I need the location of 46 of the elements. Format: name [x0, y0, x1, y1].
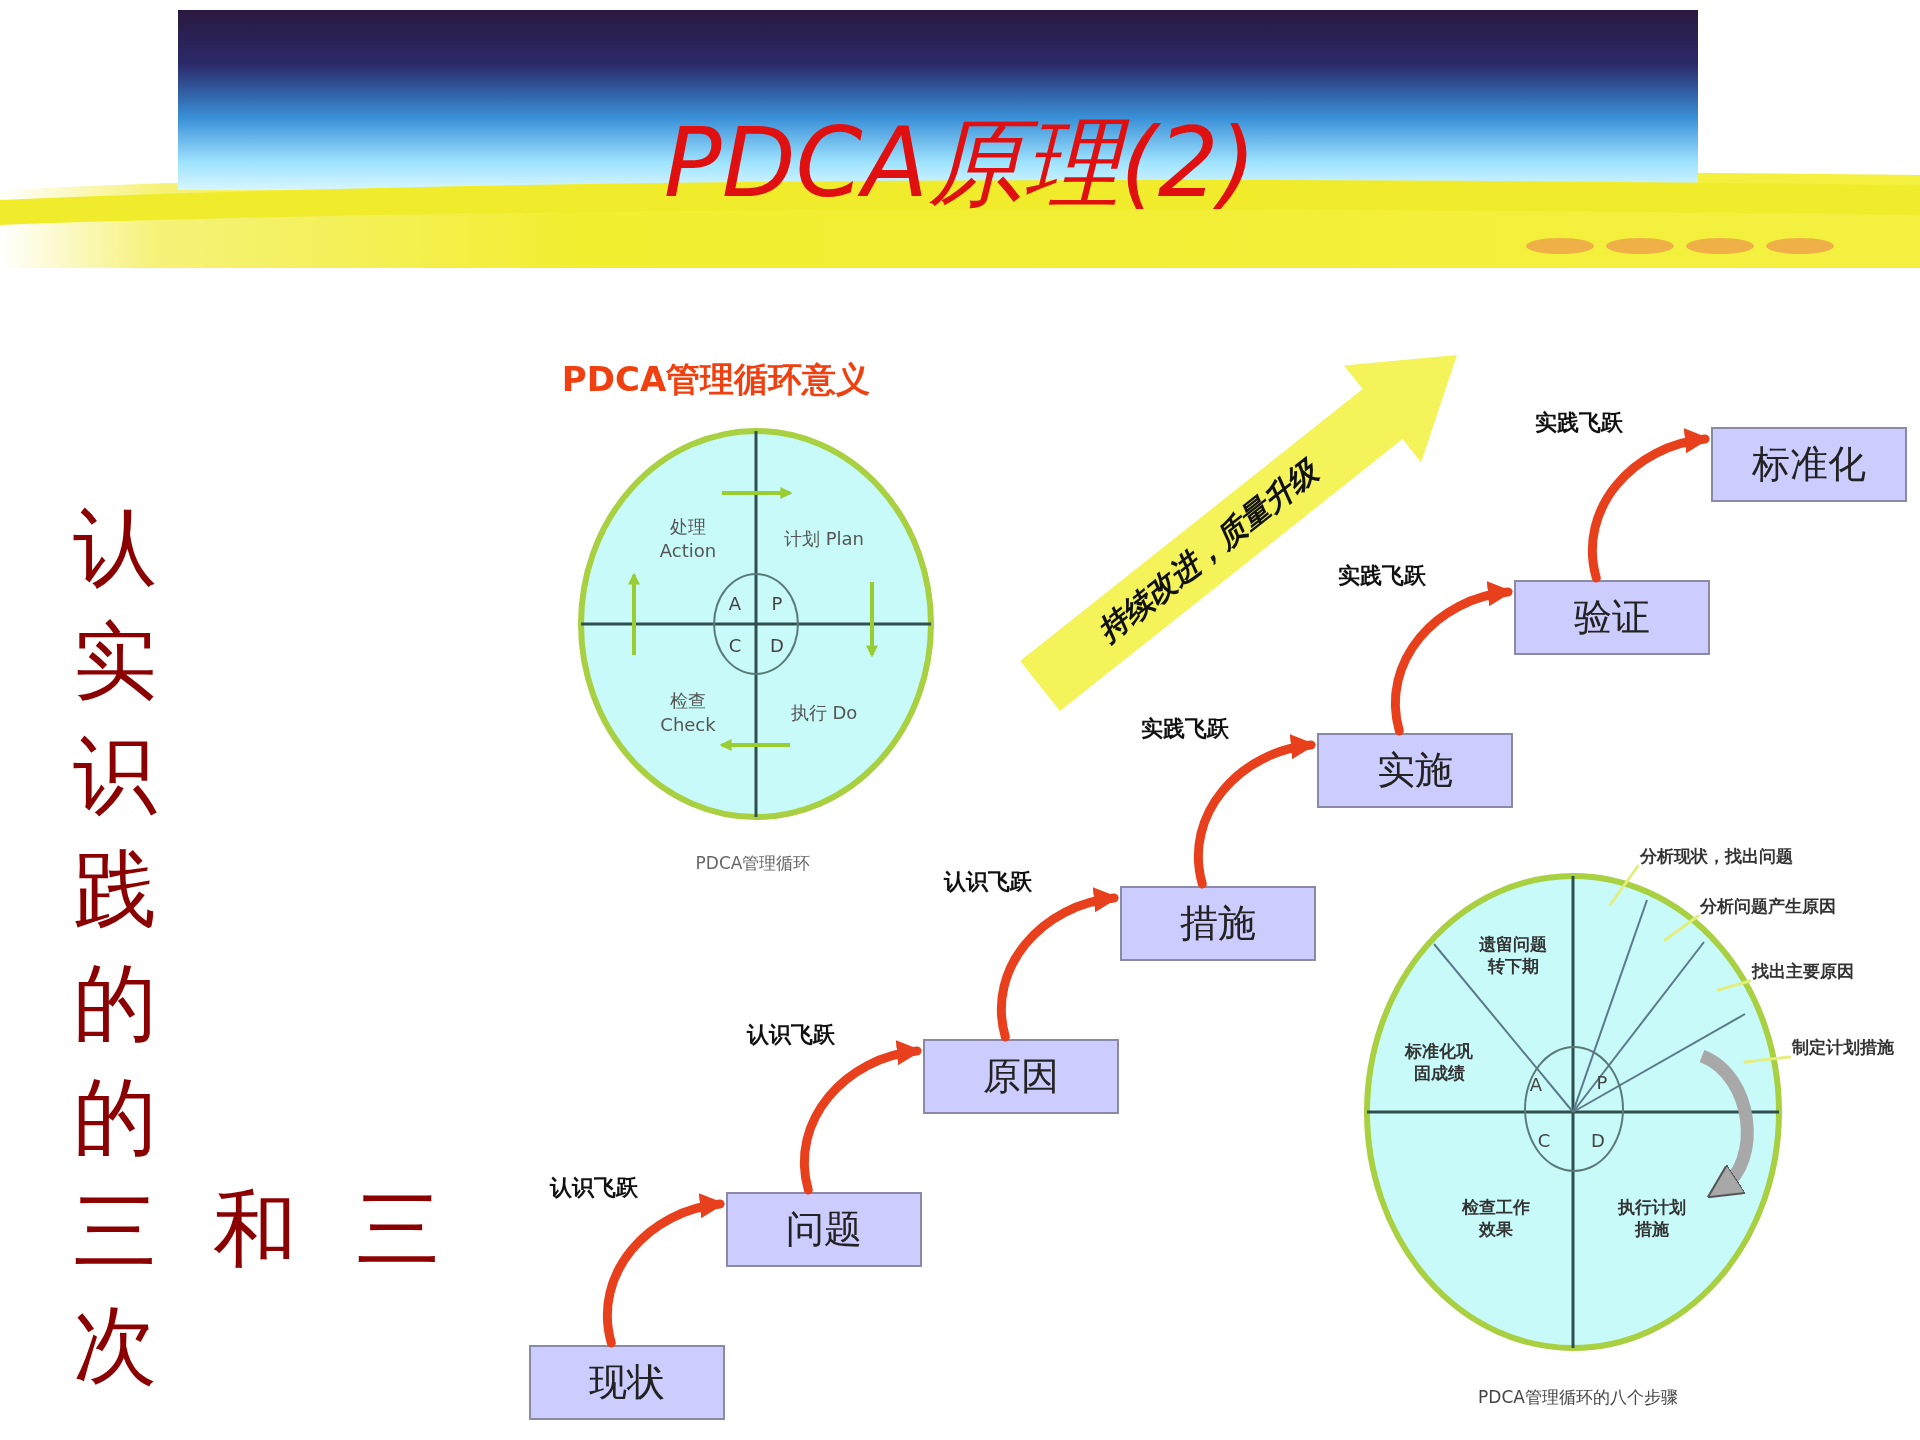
segment-label: 标准化巩固成绩: [1403, 1040, 1474, 1084]
quadrant-letter: A: [728, 592, 742, 614]
vertical-text: 和: [213, 1179, 297, 1280]
chart-caption: PDCA管理循环的八个步骤: [1478, 1385, 1678, 1409]
quadrant-label: 计划 Plan: [784, 527, 864, 551]
curved-arrow: [1391, 582, 1513, 736]
callout-label: 分析问题产生原因: [1700, 895, 1836, 918]
quadrant-letter: P: [1596, 1071, 1608, 1093]
chart-caption: PDCA管理循环: [695, 851, 811, 875]
step-box: 标准化: [1711, 427, 1907, 502]
quadrant-letter: A: [1529, 1073, 1543, 1095]
callout-label: 制定计划措施: [1792, 1036, 1894, 1059]
vertical-text: 三: [356, 1179, 440, 1280]
leader-line: [1663, 914, 1700, 942]
step-box: 验证: [1514, 580, 1710, 655]
callout-label: 分析现状，找出问题: [1640, 845, 1793, 868]
step-box: 实施: [1317, 733, 1513, 808]
quadrant-letter: D: [1591, 1129, 1605, 1151]
segment-label: 遗留问题转下期: [1478, 933, 1548, 977]
leader-line: [1608, 864, 1640, 907]
curved-arrow: [1194, 735, 1316, 889]
quadrant-letter: P: [771, 592, 783, 614]
segment-label: 检查工作效果: [1461, 1196, 1531, 1240]
inner-circle: [1524, 1046, 1624, 1172]
callout-label: 找出主要原因: [1752, 960, 1854, 983]
chart-heading: PDCA管理循环意义: [561, 358, 871, 401]
segment-label: 执行计划措施: [1616, 1196, 1687, 1240]
curved-arrow: [603, 1194, 725, 1348]
quadrant-label: 检查 Check: [659, 689, 717, 737]
quadrant-label: 执行 Do: [789, 701, 859, 725]
step-box: 现状: [529, 1345, 725, 1420]
quadrant-label: 处理 Action: [658, 515, 718, 563]
quadrant-letter: C: [728, 634, 742, 656]
quadrant-letter: D: [770, 634, 784, 656]
curved-arrow: [1588, 429, 1710, 583]
step-box: 原因: [923, 1039, 1119, 1114]
curved-arrow: [800, 1041, 922, 1195]
vertical-text: 认实识践的的三次: [72, 497, 158, 1396]
leader-line: [1716, 979, 1752, 992]
step-box: 措施: [1120, 886, 1316, 961]
quadrant-letter: C: [1537, 1129, 1551, 1151]
arrow-label: 持续改进，质量升级: [1090, 452, 1326, 652]
inner-circle: [713, 573, 799, 675]
curved-arrow: [997, 888, 1119, 1042]
leader-line: [1743, 1055, 1792, 1064]
step-box: 问题: [726, 1192, 922, 1267]
